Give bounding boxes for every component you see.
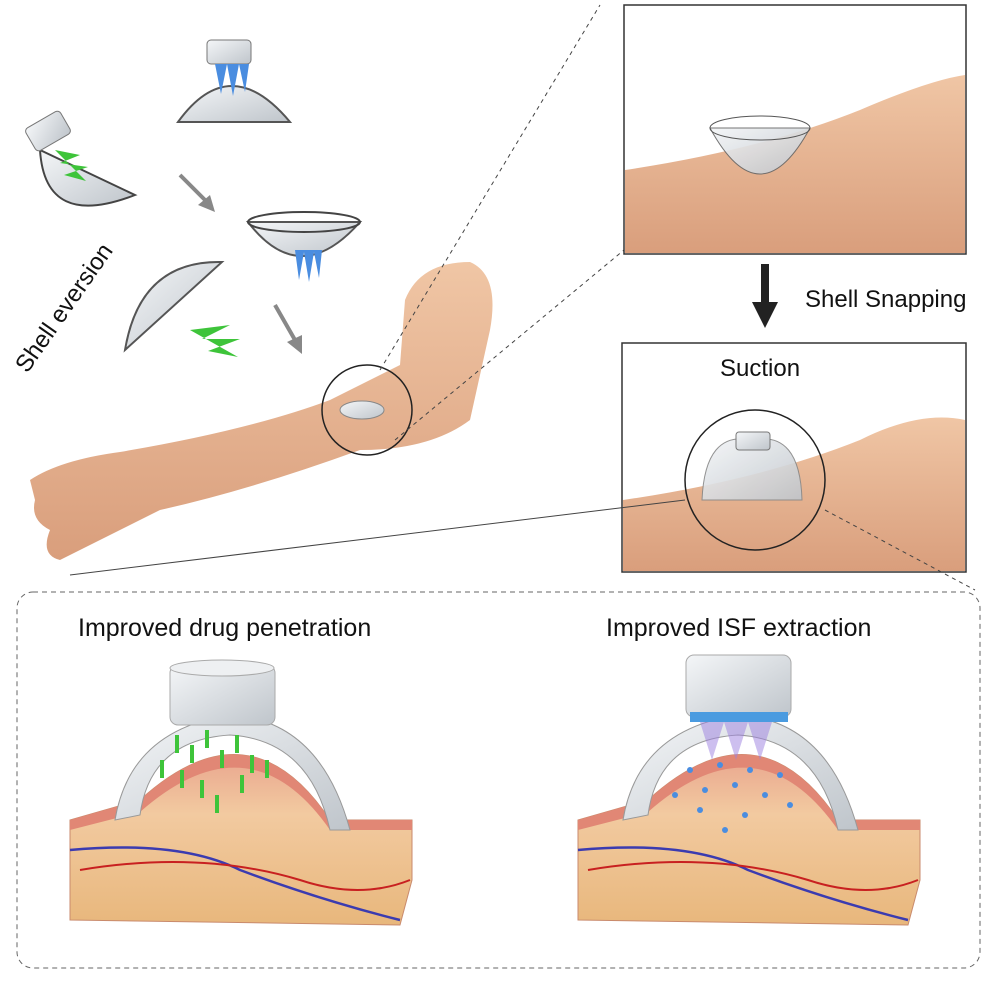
cross-section-isf xyxy=(577,654,921,926)
isf-extraction-title: Improved ISF extraction xyxy=(606,614,872,642)
shell-blue-top xyxy=(176,39,293,123)
down-arrow-icon xyxy=(752,264,778,328)
shell-snapping-label: Shell Snapping xyxy=(805,286,967,313)
arrow-icon xyxy=(178,173,302,354)
cross-section-drug xyxy=(69,659,413,926)
panel-shell-on-skin xyxy=(623,4,967,255)
shell-on-arm xyxy=(339,400,385,420)
detail-panel-border xyxy=(16,591,981,969)
zoom-circle xyxy=(321,364,413,456)
arm xyxy=(30,262,493,560)
shell-blue-right xyxy=(245,211,363,282)
shell-green-bottom xyxy=(123,260,240,357)
drug-penetration-title: Improved drug penetration xyxy=(78,614,372,642)
panel-suction xyxy=(621,342,967,573)
shell-green-left xyxy=(25,110,138,207)
suction-label: Suction xyxy=(720,355,801,382)
